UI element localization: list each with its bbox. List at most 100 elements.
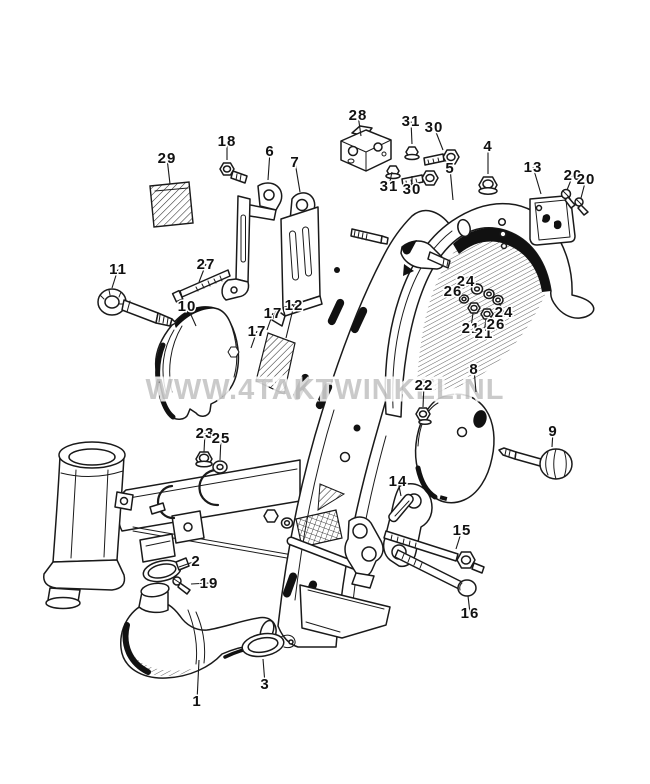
callout-label-25: 25 xyxy=(212,430,231,447)
knob-bolt-9 xyxy=(498,447,573,480)
head-tube xyxy=(43,441,134,610)
bolt-27 xyxy=(171,269,231,303)
callout-leader-1 xyxy=(196,659,200,702)
callout-label-30: 30 xyxy=(403,181,422,198)
callout-leader-13 xyxy=(532,166,542,195)
nut-31-upper xyxy=(404,146,420,161)
callout-label-22: 22 xyxy=(415,377,434,394)
callout-label-28: 28 xyxy=(349,107,368,124)
backbone-tube xyxy=(117,459,345,569)
callout-label-11: 11 xyxy=(109,261,127,278)
callout-leader-12 xyxy=(285,304,295,339)
nut-23 xyxy=(195,451,213,468)
fender-hardware-cluster xyxy=(458,283,504,320)
callout-leader-9 xyxy=(551,430,554,448)
callout-leader-21 xyxy=(483,318,487,334)
frame-foot-plate xyxy=(299,584,391,639)
callout-label-31: 31 xyxy=(380,178,399,195)
callout-label-13: 13 xyxy=(524,159,543,176)
callout-label-7: 7 xyxy=(290,154,299,171)
side-cover-right xyxy=(414,393,495,504)
callout-label-21: 21 xyxy=(475,325,494,342)
callout-leader-24 xyxy=(465,280,474,288)
callout-label-27: 27 xyxy=(197,256,216,273)
callout-leader-16 xyxy=(467,595,471,614)
fender-inner-shadow xyxy=(453,228,551,292)
callout-leader-24 xyxy=(498,302,505,313)
callout-label-4: 4 xyxy=(483,138,492,155)
callout-leader-30 xyxy=(433,126,444,151)
tube-clamp-strap xyxy=(198,468,220,507)
callout-leader-10 xyxy=(186,305,197,327)
mount-nut xyxy=(263,509,279,523)
emblem-plate-13 xyxy=(529,195,576,246)
callout-leader-15 xyxy=(455,529,463,550)
callout-leader-31 xyxy=(410,120,413,145)
pad-plate-29 xyxy=(149,181,194,228)
callout-leader-17 xyxy=(250,330,258,349)
callout-leader-14 xyxy=(397,480,402,497)
clamp-screw xyxy=(172,576,191,595)
callout-leader-20 xyxy=(566,174,574,191)
screw-20-left xyxy=(560,188,576,209)
callout-leader-11 xyxy=(111,268,119,289)
callout-label-15: 15 xyxy=(453,522,472,539)
callout-label-8: 8 xyxy=(469,361,478,378)
callout-label-20: 20 xyxy=(577,171,596,188)
nut-31-lower xyxy=(385,165,401,180)
callout-leader-26 xyxy=(489,315,497,325)
bolt-30-upper xyxy=(423,149,460,166)
callout-label-26: 26 xyxy=(487,316,506,333)
exhaust-clamp xyxy=(142,557,190,583)
callout-leader-23 xyxy=(203,432,206,453)
bracket-7 xyxy=(271,192,323,327)
frame-bottom-assembly xyxy=(263,483,433,639)
callout-label-26: 26 xyxy=(444,283,463,300)
callout-leader-28 xyxy=(357,114,362,137)
callout-label-10: 10 xyxy=(178,298,197,315)
callout-leader-19 xyxy=(190,582,210,585)
callout-label-2: 2 xyxy=(191,553,200,570)
callout-leader-17 xyxy=(266,312,274,331)
callout-leader-21 xyxy=(470,312,474,329)
callout-label-30: 30 xyxy=(425,119,444,136)
cover-nut xyxy=(227,346,240,358)
callout-leader-26 xyxy=(452,290,461,298)
callout-label-23: 23 xyxy=(196,425,215,442)
callout-leader-6 xyxy=(267,150,271,181)
callout-label-16: 16 xyxy=(461,605,480,622)
pad-plate-12 xyxy=(255,332,296,395)
nut-22 xyxy=(415,407,432,426)
fender-stud xyxy=(350,228,389,245)
callout-label-17: 17 xyxy=(248,323,267,340)
callout-leader-8 xyxy=(473,368,477,393)
nut-4 xyxy=(478,176,498,195)
callout-label-1: 1 xyxy=(192,693,201,710)
bolt-18 xyxy=(219,162,248,184)
bracket-6 xyxy=(221,182,283,301)
callout-label-31: 31 xyxy=(402,113,421,130)
callout-leader-29 xyxy=(166,157,171,185)
callout-label-24: 24 xyxy=(457,273,476,290)
bracket-28 xyxy=(340,125,392,172)
callout-label-6: 6 xyxy=(265,143,274,160)
callouts: 1234567891011121314151617171819202021212… xyxy=(108,106,596,712)
fender-lever xyxy=(400,240,451,276)
callout-label-12: 12 xyxy=(285,297,304,314)
callout-leader-20 xyxy=(580,178,587,199)
callout-label-20: 20 xyxy=(564,167,583,184)
gasket-ring xyxy=(241,632,296,658)
knob-bolt-11 xyxy=(97,288,177,327)
collar-rod-14 xyxy=(388,493,414,523)
callout-leader-2 xyxy=(178,560,197,568)
screw-20-right xyxy=(574,197,589,216)
callout-leader-7 xyxy=(294,161,301,193)
tube-clamp-strap xyxy=(156,484,176,520)
callout-label-3: 3 xyxy=(260,676,269,693)
callout-leader-25 xyxy=(219,437,222,461)
callout-leader-3 xyxy=(262,658,266,685)
callout-leader-27 xyxy=(198,263,207,283)
bolt-15 xyxy=(383,530,485,574)
